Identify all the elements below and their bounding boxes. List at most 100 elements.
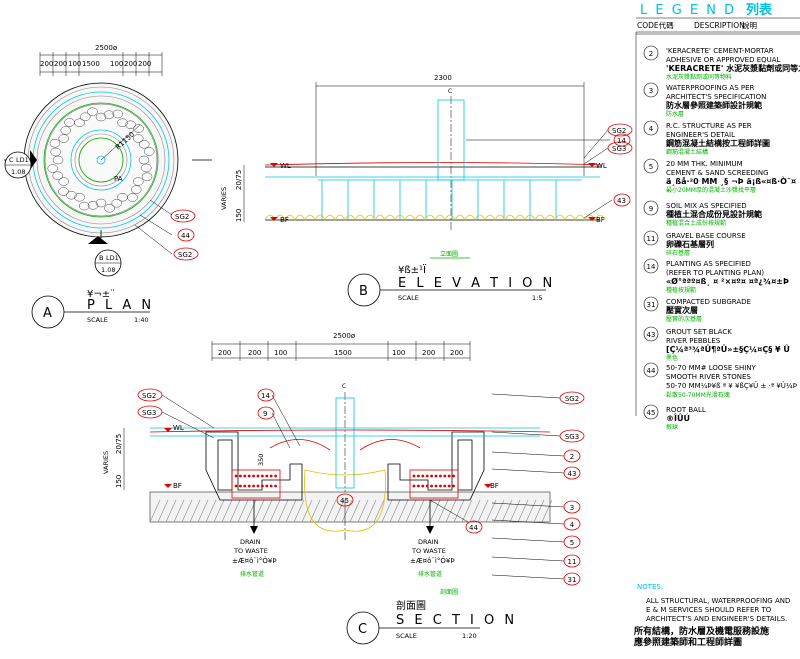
sect-dim-v1: 20/75: [115, 434, 123, 454]
legend-code: 45: [647, 409, 656, 417]
legend-desc-line: ADHESIVE OR APPROVED EQUAL: [666, 56, 781, 64]
plan-dim: 100: [110, 60, 123, 68]
legend-panel: L E G E N D 列表 CODE代碼 DESCRIPTION 說明 2'K…: [635, 2, 800, 431]
elev-wl-right: WL: [596, 162, 607, 170]
legend-desc-header-cn: 說明: [742, 20, 757, 30]
section-right-tag: 43: [568, 470, 577, 478]
sect-title-cn: 剖面圖: [396, 599, 426, 612]
plan-tag-sg2-b: SG2: [178, 251, 192, 259]
legend-desc-line: SMOOTH RIVER STONES: [666, 373, 751, 381]
legend-desc-cn-green: 黑色: [666, 354, 678, 362]
plan-title-letter: A: [43, 306, 52, 321]
elev-scale-label: SCALE: [398, 294, 419, 302]
legend-desc-cn: 鋼筋混凝土結構按工程師詳圖: [665, 138, 770, 148]
legend-desc-header: DESCRIPTION: [694, 21, 745, 30]
elev-tag-43: 43: [617, 197, 626, 205]
legend-title: L E G E N D: [640, 3, 736, 18]
legend-desc-line: CEMENT & SAND SCREEDING: [666, 169, 769, 177]
sect-scale-label: SCALE: [396, 632, 417, 640]
sect-drain-left-2: TO WASTE: [233, 547, 268, 555]
legend-desc-line: RIVER PEBBLES: [666, 337, 721, 345]
legend-code: 44: [647, 367, 656, 375]
sect-tag-sg3-left: SG3: [142, 409, 156, 417]
legend-code: 31: [647, 301, 656, 309]
plan-dim: 200: [40, 60, 53, 68]
legend-code: 5: [649, 163, 653, 171]
sect-drain-left-cn: ±Æ¤ô¨ì°Ó¥Þ: [232, 556, 277, 565]
section-right-tag: 11: [568, 558, 577, 566]
legend-code: 11: [647, 235, 656, 243]
elev-green-label: 立面圖: [440, 250, 458, 258]
legend-desc-line: PLANTING AS SPECIFIED: [666, 260, 751, 268]
section-right-tag: 5: [570, 539, 574, 547]
section-dim: 200: [248, 349, 261, 357]
elev-basin-posts: [321, 180, 557, 220]
plan-title: P L A N: [87, 298, 154, 313]
elev-overall-dim: 2300: [434, 74, 452, 82]
section-dim: 100: [392, 349, 405, 357]
plan-dim: 200: [124, 60, 137, 68]
section-dim: 200: [422, 349, 435, 357]
elev-wl: WL: [280, 162, 291, 170]
plan-dim: 200: [138, 60, 151, 68]
elev-title: E L E V A T I O N: [398, 276, 555, 291]
legend-desc-line: 20 MM THK. MINIMUM: [666, 160, 743, 168]
legend-desc-cn-green: 根球: [666, 423, 678, 431]
elev-varies: VARIES: [220, 187, 228, 210]
elev-tag-14: 14: [617, 137, 626, 145]
sect-title: S E C T I O N: [396, 613, 517, 628]
plan-dim: 200: [54, 60, 67, 68]
legend-desc-cn-green: 種植混合土成份按規範: [666, 219, 726, 227]
plan-section-c-sheet: LD1: [16, 156, 29, 164]
notes-cn-2: 應參照建築師和工程師詳圖: [634, 636, 742, 648]
legend-desc-cn-green: 種植按規範: [666, 286, 696, 294]
legend-desc-line: COMPACTED SUBGRADE: [666, 298, 751, 306]
legend-code: 4: [649, 125, 654, 133]
elev-title-letter: B: [359, 284, 368, 299]
plan-river-stones: [47, 107, 155, 213]
section-gravel-dots: [234, 474, 455, 488]
legend-desc-line: GRAVEL BASE COURSE: [666, 232, 746, 240]
sect-overall-dim: 2500ø: [333, 332, 356, 340]
plan-dim: 100: [68, 60, 81, 68]
legend-desc-line: (REFER TO PLANTING PLAN): [666, 269, 764, 277]
legend-code: 2: [649, 50, 653, 58]
elev-bf: BF: [280, 216, 289, 224]
sect-drain-left-1: DRAIN: [240, 538, 261, 546]
section-right-tag: 31: [568, 576, 577, 584]
sect-tag-44: 44: [469, 524, 478, 532]
legend-code: 9: [649, 205, 653, 213]
elev-bf-right: BF: [596, 216, 605, 224]
elev-title-cn: ¥ß­±¹Ï: [398, 263, 426, 276]
legend-desc-line: 50-70 MM# LOOSE SHINY: [666, 364, 757, 372]
sect-drain-left-green: 排水管道: [240, 570, 264, 578]
section-dim: 100: [274, 349, 287, 357]
legend-desc-cn-green: 防水層: [666, 110, 684, 118]
plan-section-b-num: 1.08: [101, 266, 115, 274]
sect-drain-right-cn: ±Æ¤ô¨ì°Ó¥Þ: [410, 556, 455, 565]
notes-title: NOTES:: [637, 583, 663, 591]
notes-block: NOTES: ALL STRUCTURAL, WATERPROOFING AND…: [634, 583, 790, 648]
sect-wl: WL: [173, 424, 184, 432]
plan-section-c-num: 1.08: [11, 168, 25, 176]
legend-code: 14: [647, 263, 656, 271]
notes-line-2: E & M SERVICES SHOULD REFER TO: [646, 606, 772, 614]
legend-desc-cn-green: 碎石基層: [666, 249, 690, 257]
sect-drain-right-green: 排水管道: [418, 570, 442, 578]
elev-tag-sg2: SG2: [612, 127, 626, 135]
legend-desc-line: R.C. STRUCTURE AS PER: [666, 122, 752, 130]
plan-scale: 1:40: [134, 316, 149, 324]
section-right-tag: 3: [570, 504, 574, 512]
plan-scale-label: SCALE: [87, 316, 108, 324]
sect-drain-right-1: DRAIN: [418, 538, 439, 546]
notes-cn-1: 所有結構，防水層及機電服務設施: [634, 625, 769, 637]
legend-desc-cn: 'KERACRETE' 水泥灰漿黏劑或同等之: [666, 63, 800, 73]
section-right-tag: 4: [570, 521, 575, 529]
section-right-tag: SG2: [565, 395, 579, 403]
elev-dim-v2: 150: [235, 209, 243, 222]
